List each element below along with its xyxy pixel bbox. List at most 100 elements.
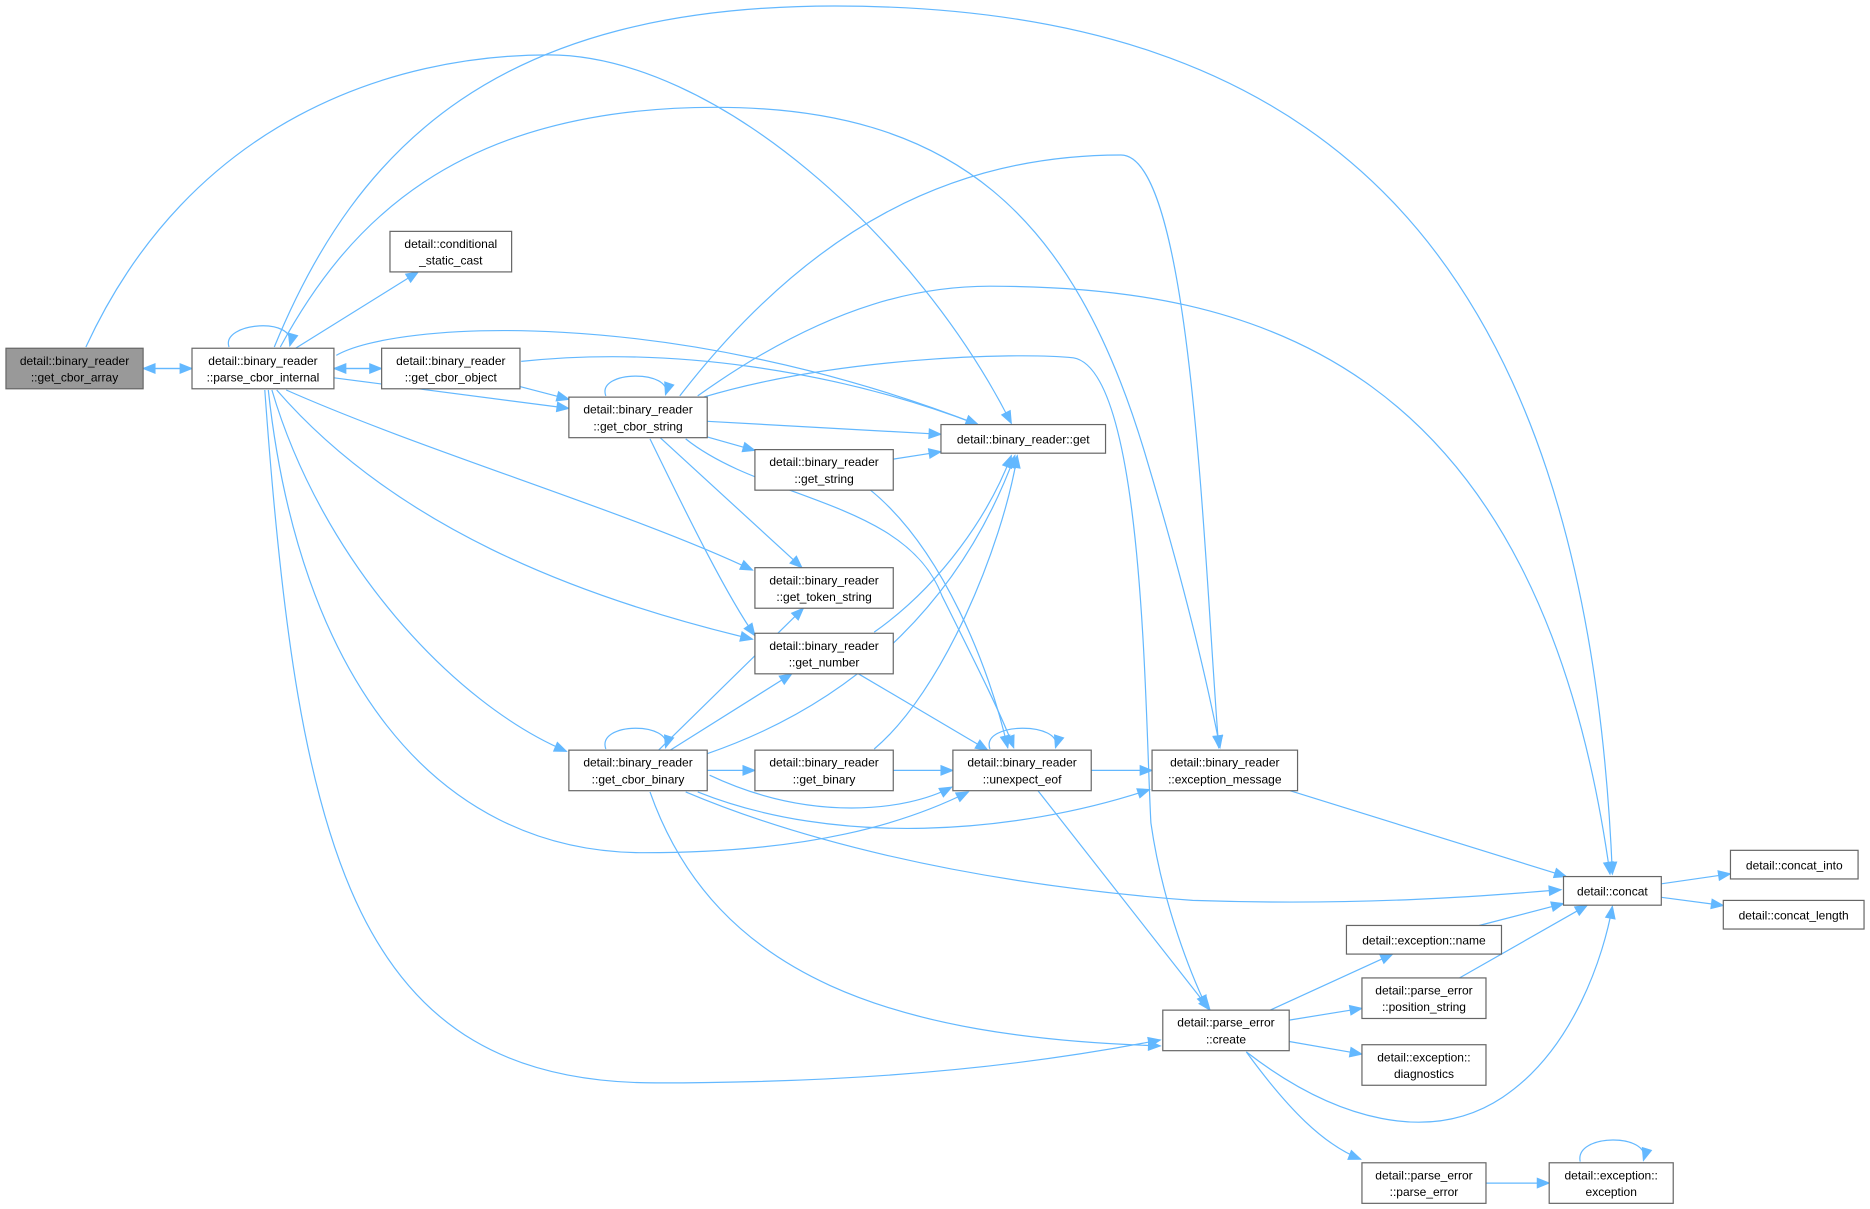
edge-get-cbor-binary-to-exception-message xyxy=(697,788,1151,830)
edge-parse-error-create-to-concat xyxy=(1245,905,1616,1123)
node-parse-error-create[interactable]: detail::parse_error::create xyxy=(1162,1009,1290,1052)
edge-get-cbor-binary-to-unexpect-eof xyxy=(709,774,953,809)
edge-get-cbor-binary-to-concat xyxy=(685,791,1563,903)
node-label: exception xyxy=(1586,1185,1637,1199)
edge-unexpect-eof-to-exception-message xyxy=(1091,764,1154,776)
edge-parse-cbor-internal-to-parse-cbor-internal xyxy=(227,325,299,348)
node-label: ::exception_message xyxy=(1168,772,1282,786)
node-label: _static_cast xyxy=(418,254,483,268)
edge-parse-cbor-internal-to-get-cbor-string xyxy=(333,377,571,413)
node-get[interactable]: detail::binary_reader::get xyxy=(940,423,1107,454)
node-label: ::get_cbor_string xyxy=(593,419,682,433)
node-label: ::get_cbor_binary xyxy=(592,772,685,786)
node-label: detail::conditional xyxy=(404,237,497,251)
edge-unexpect-eof-to-unexpect-eof xyxy=(988,727,1065,750)
edge-get-cbor-object-to-parse-cbor-internal xyxy=(332,363,382,375)
edge-concat-to-concat-length xyxy=(1661,896,1725,910)
node-label: detail::binary_reader::get xyxy=(957,433,1090,447)
edge-unexpect-eof-to-parse-error-create xyxy=(1037,790,1211,1012)
edge-get-string-to-unexpect-eof xyxy=(870,489,1011,750)
edge-parse-cbor-internal-to-conditional-static-cast xyxy=(295,271,420,349)
edge-parse-cbor-internal-to-get-token-string xyxy=(285,389,754,571)
node-get-binary[interactable]: detail::binary_reader::get_binary xyxy=(754,749,894,792)
edge-position-string-to-concat xyxy=(1459,904,1589,979)
edge-parse-cbor-internal-to-get-number xyxy=(276,389,754,642)
node-label: detail::binary_reader xyxy=(583,403,692,417)
node-label: ::get_cbor_object xyxy=(405,371,498,385)
node-label: detail::exception:: xyxy=(1565,1168,1658,1182)
node-label: detail::exception:: xyxy=(1377,1050,1470,1064)
node-get-cbor-array: detail::binary_reader::get_cbor_array xyxy=(5,347,144,390)
node-label: detail::concat xyxy=(1577,885,1648,899)
node-get-cbor-object[interactable]: detail::binary_reader::get_cbor_object xyxy=(381,347,521,390)
node-concat-length[interactable]: detail::concat_length xyxy=(1722,899,1865,930)
edge-parse-cbor-internal-to-unexpect-eof xyxy=(267,389,970,854)
edge-parse-error-create-to-exception-name xyxy=(1270,953,1394,1011)
node-get-cbor-string[interactable]: detail::binary_reader::get_cbor_string xyxy=(568,396,708,439)
node-label: detail::binary_reader xyxy=(20,354,129,368)
node-label: detail::parse_error xyxy=(1177,1016,1274,1030)
edge-exception-message-to-concat xyxy=(1289,790,1568,879)
edge-parse-cbor-internal-to-parse-error-create xyxy=(264,389,1162,1084)
node-label: ::get_token_string xyxy=(776,590,871,604)
node-label: detail::parse_error xyxy=(1375,984,1472,998)
edge-get-cbor-binary-to-get-binary xyxy=(707,764,757,776)
edge-parse-cbor-internal-to-get-cbor-array xyxy=(141,363,192,375)
node-label: detail::parse_error xyxy=(1375,1168,1472,1182)
edge-get-cbor-string-to-get-number xyxy=(649,438,756,637)
node-parse-error-ctor[interactable]: detail::parse_error::parse_error xyxy=(1361,1162,1487,1204)
node-get-number[interactable]: detail::binary_reader::get_number xyxy=(754,632,894,675)
edge-get-cbor-string-to-get xyxy=(707,420,943,440)
edge-get-cbor-string-to-concat xyxy=(697,285,1614,876)
node-label: ::parse_cbor_internal xyxy=(207,371,320,385)
node-label: detail::exception::name xyxy=(1362,933,1486,947)
edge-get-cbor-binary-to-get-number xyxy=(669,673,793,751)
node-label: ::create xyxy=(1206,1032,1246,1046)
node-concat-into[interactable]: detail::concat_into xyxy=(1729,849,1859,880)
node-label: ::get_cbor_array xyxy=(31,371,118,385)
node-label: detail::binary_reader xyxy=(769,756,878,770)
node-exception-name[interactable]: detail::exception::name xyxy=(1345,924,1503,955)
node-position-string[interactable]: detail::parse_error::position_string xyxy=(1361,977,1487,1020)
node-get-token-string[interactable]: detail::binary_reader::get_token_string xyxy=(754,567,894,609)
nodes-layer: detail::binary_reader::get_cbor_arraydet… xyxy=(5,230,1865,1204)
edge-get-cbor-string-to-exception-message xyxy=(679,154,1224,750)
node-conditional-static-cast[interactable]: detail::conditional_static_cast xyxy=(389,230,513,273)
edge-parse-error-ctor-to-exception-ctor xyxy=(1486,1177,1551,1189)
edge-get-cbor-string-to-get-token-string xyxy=(659,437,803,569)
node-label: ::unexpect_eof xyxy=(983,772,1062,786)
edge-get-string-to-get xyxy=(893,448,943,460)
node-get-cbor-binary[interactable]: detail::binary_reader::get_cbor_binary xyxy=(568,749,708,792)
node-label: detail::concat_length xyxy=(1739,908,1849,922)
edge-parse-cbor-internal-to-get-cbor-binary xyxy=(271,389,568,752)
edge-concat-to-concat-into xyxy=(1661,870,1732,885)
edge-parse-error-create-to-position-string xyxy=(1289,1004,1364,1021)
node-label: detail::binary_reader xyxy=(769,455,878,469)
node-diagnostics[interactable]: detail::exception::diagnostics xyxy=(1361,1044,1487,1086)
node-label: detail::binary_reader xyxy=(1170,756,1279,770)
node-label: diagnostics xyxy=(1394,1067,1454,1081)
node-label: detail::binary_reader xyxy=(208,354,317,368)
edge-exception-name-to-concat xyxy=(1478,901,1565,927)
edge-get-cbor-binary-to-parse-error-create xyxy=(649,791,1162,1052)
edge-get-cbor-object-to-get-cbor-string xyxy=(519,386,571,402)
node-label: ::get_binary xyxy=(793,772,856,786)
node-unexpect-eof[interactable]: detail::binary_reader::unexpect_eof xyxy=(952,749,1092,792)
node-label: detail::concat_into xyxy=(1746,858,1843,872)
edge-get-number-to-get xyxy=(873,454,1013,633)
edge-get-number-to-unexpect-eof xyxy=(858,673,989,751)
node-label: ::position_string xyxy=(1382,1000,1466,1014)
edge-get-cbor-binary-to-get-token-string xyxy=(658,607,805,751)
node-label: detail::binary_reader xyxy=(583,756,692,770)
edge-get-cbor-array-to-get xyxy=(85,54,1012,425)
edge-get-binary-to-get xyxy=(873,454,1021,750)
node-parse-cbor-internal[interactable]: detail::binary_reader::parse_cbor_intern… xyxy=(191,347,335,390)
edge-parse-error-create-to-parse-error-ctor xyxy=(1245,1051,1363,1160)
node-label: detail::binary_reader xyxy=(769,573,878,587)
node-exception-ctor[interactable]: detail::exception::exception xyxy=(1548,1162,1674,1204)
node-concat[interactable]: detail::concat xyxy=(1562,875,1662,906)
node-exception-message[interactable]: detail::binary_reader::exception_message xyxy=(1151,749,1299,792)
node-get-string[interactable]: detail::binary_reader::get_string xyxy=(754,449,894,491)
edge-get-binary-to-unexpect-eof xyxy=(893,764,955,776)
